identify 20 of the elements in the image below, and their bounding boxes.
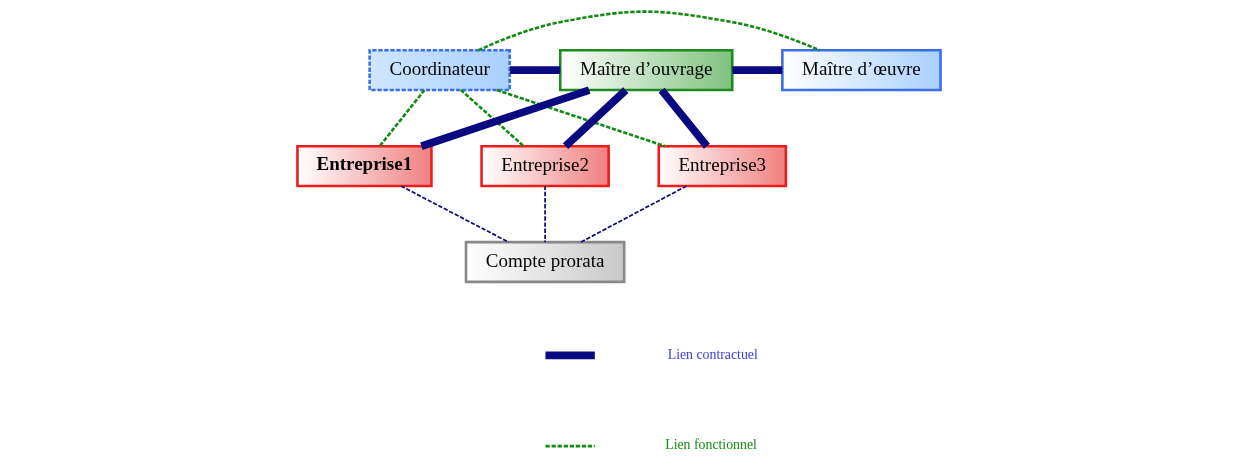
connector — [399, 185, 509, 243]
connector — [419, 86, 590, 150]
connector — [459, 89, 525, 148]
node-box: Coordinateur — [367, 48, 511, 92]
node-box: Maître d’ouvrage — [558, 48, 734, 92]
node-box: Entreprise2 — [479, 144, 610, 188]
connector — [509, 66, 560, 75]
legend-label: Lien contractuel — [667, 346, 758, 362]
connector — [495, 88, 666, 148]
connector — [731, 66, 782, 75]
connector — [579, 185, 687, 243]
node-box: Entreprise3 — [656, 144, 787, 188]
connector — [378, 89, 425, 147]
connector — [543, 185, 546, 243]
node-box: Maître d’œuvre — [780, 48, 942, 92]
node-box: Compte prorata — [464, 240, 625, 284]
legend-label: Lien fonctionnel — [664, 437, 757, 453]
connector — [477, 10, 820, 52]
connector — [658, 87, 710, 149]
node-box: Entreprise1 — [295, 144, 433, 188]
